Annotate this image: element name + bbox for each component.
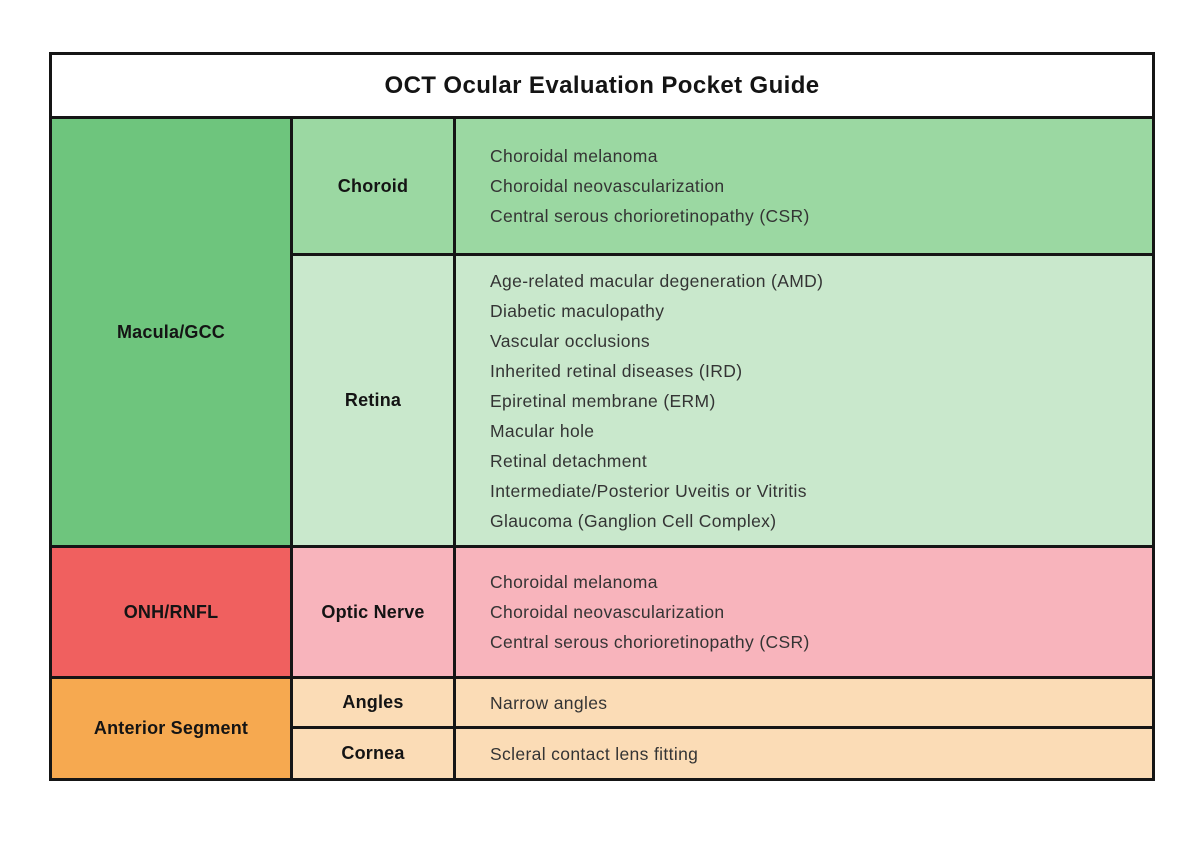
subcategory-retina: Retina <box>290 253 456 548</box>
cornea-condition-list: Scleral contact lens fitting <box>452 726 1156 781</box>
optic-nerve-condition-list: Choroidal melanoma Choroidal neovascular… <box>452 545 1156 679</box>
category-macula-gcc: Macula/GCC <box>49 116 293 548</box>
choroid-condition-list: Choroidal melanoma Choroidal neovascular… <box>452 116 1156 256</box>
table-row-choroid: Macula/GCC Choroid Choroidal melanoma Ch… <box>49 116 1156 548</box>
page-title: OCT Ocular Evaluation Pocket Guide <box>48 52 1156 119</box>
category-onh-rnfl: ONH/RNFL <box>49 545 293 679</box>
subcategory-choroid: Choroid <box>290 116 456 256</box>
table-row-retina: Retina Age-related macular degeneration … <box>51 253 1156 548</box>
oct-pocket-guide-table: OCT Ocular Evaluation Pocket Guide Macul… <box>48 52 1156 781</box>
table-row-optic-nerve: ONH/RNFL Optic Nerve Choroidal melanoma … <box>49 545 1156 679</box>
angles-condition-list: Narrow angles <box>452 676 1156 729</box>
subcategory-optic-nerve: Optic Nerve <box>290 545 456 679</box>
retina-condition-list: Age-related macular degeneration (AMD) D… <box>452 253 1156 548</box>
subcategory-angles: Angles <box>290 676 456 729</box>
subcategory-cornea: Cornea <box>290 726 456 781</box>
table-row-cornea: Cornea Scleral contact lens fitting <box>51 726 1156 781</box>
title-row: OCT Ocular Evaluation Pocket Guide <box>48 52 1156 119</box>
table-row-angles: Anterior Segment Angles Narrow angles <box>49 676 1156 781</box>
category-anterior-segment: Anterior Segment <box>49 676 293 781</box>
